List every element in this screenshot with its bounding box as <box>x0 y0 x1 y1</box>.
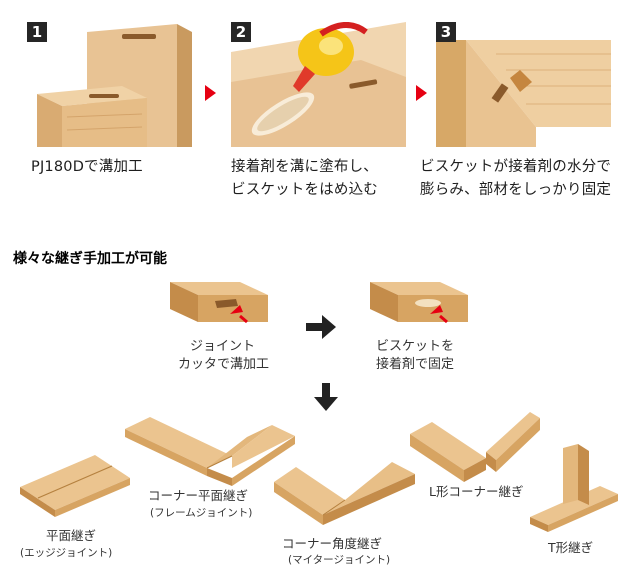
t-joint-illustration <box>530 444 618 532</box>
joint-subname: (フレームジョイント) <box>150 507 252 519</box>
step-1-caption: PJ180Dで溝加工 <box>31 156 143 179</box>
step-number-badge: 1 <box>27 22 47 42</box>
caption-line: ビスケットをはめ込む <box>231 182 378 198</box>
step-1-photo <box>27 22 202 147</box>
process-arrow-icon <box>306 315 336 339</box>
next-step-arrow-icon <box>416 85 427 101</box>
joint-name: 平面継ぎ <box>46 528 96 543</box>
joint-subname: (マイタージョイント) <box>288 554 390 566</box>
step-2-photo <box>231 22 406 147</box>
miter-joint-illustration <box>274 462 415 525</box>
cut-label-line-1: ジョイント <box>190 339 255 354</box>
step-3-photo <box>436 22 611 147</box>
step-number-badge: 3 <box>436 22 456 42</box>
joint-name: L形コーナー継ぎ <box>429 484 523 499</box>
edge-joint-illustration <box>20 455 130 517</box>
frame-joint-illustration <box>125 417 295 486</box>
caption-line: 膨らみ、部材をしっかり固定 <box>420 182 612 198</box>
down-arrow-icon <box>314 383 338 411</box>
grooved-board-illustration <box>170 282 268 324</box>
caption-line: ビスケットが接着剤の水分で <box>420 159 612 175</box>
joint-types-diagram: ジョイント カッタで溝加工 ビスケットを 接着剤で固定 平面継ぎ (エッジジョイ… <box>20 282 618 566</box>
joint-subname: (エッジジョイント) <box>20 547 112 559</box>
next-step-arrow-icon <box>205 85 216 101</box>
fix-label-line-1: ビスケットを <box>376 339 454 354</box>
joint-name: コーナー平面継ぎ <box>148 488 248 503</box>
cut-label-line-2: カッタで溝加工 <box>178 357 269 372</box>
caption-line: 接着剤を溝に塗布し、 <box>231 159 378 175</box>
step-3-caption: ビスケットが接着剤の水分で 膨らみ、部材をしっかり固定 <box>420 156 611 202</box>
section-title: 様々な継ぎ手加工が可能 <box>13 251 167 267</box>
joint-name: コーナー角度継ぎ <box>282 536 382 551</box>
caption-line: PJ180Dで溝加工 <box>31 159 143 175</box>
joint-name: T形継ぎ <box>547 540 593 555</box>
biscuit-board-illustration <box>370 282 468 324</box>
fix-label-line-2: 接着剤で固定 <box>376 356 454 372</box>
step-2-caption: 接着剤を溝に塗布し、 ビスケットをはめ込む <box>231 156 378 202</box>
step-number-badge: 2 <box>231 22 251 42</box>
l-corner-joint-illustration <box>410 412 540 482</box>
